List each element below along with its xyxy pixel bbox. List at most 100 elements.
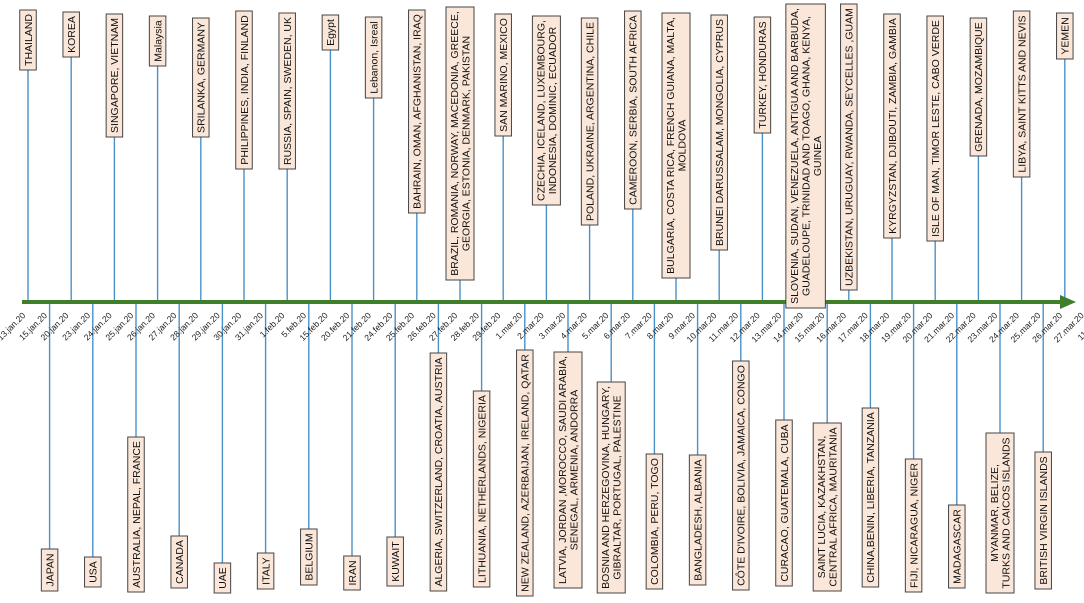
country-label-text: Egypt bbox=[325, 19, 337, 46]
label-box-frame bbox=[516, 349, 534, 597]
country-label-text: MYANMAR, BELIZE, bbox=[989, 464, 1001, 562]
country-label-text: GRENADA, MOZAMBIQUE bbox=[973, 22, 985, 152]
country-label-box: SLOVENIA, SUDAN, VENEZUELA, ANTIGUA AND … bbox=[785, 3, 826, 309]
country-label-text: ITALY bbox=[260, 557, 272, 585]
country-label-box: JAPAN bbox=[40, 548, 59, 592]
label-box-frame bbox=[1034, 451, 1052, 590]
label-box-frame bbox=[170, 535, 188, 589]
label-box-frame bbox=[472, 390, 491, 588]
country-label-text: SINGAPORE, VIETNAM bbox=[109, 18, 121, 133]
country-label-box: LATVIA, JORDAN ,MOROCCO, SAUDI ARABIA,SE… bbox=[553, 351, 583, 589]
country-label-text: GUADELOUPE, TRINIDAD AND TOAGO, GHANA, K… bbox=[800, 16, 812, 296]
label-box-frame bbox=[753, 16, 772, 134]
country-label-text: SAN MARINO, MEXICO bbox=[498, 18, 510, 132]
label-box-frame bbox=[1012, 10, 1031, 178]
date-labels-layer: 13.jan.2015.jan.2020.jan.2023.jan.2024.j… bbox=[0, 310, 1084, 344]
country-label-text: LATVIA, JORDAN ,MOROCCO, SAUDI ARABIA, bbox=[557, 356, 569, 584]
country-label-text: ISLE OF MAN, TIMOR LESTE, CABO VERDE bbox=[930, 20, 942, 237]
timeline-axis bbox=[22, 295, 1076, 309]
country-label-text: CANADA bbox=[174, 540, 186, 584]
label-box-frame bbox=[883, 13, 901, 239]
country-label-box: COLOMBIA, PERU, TOGO bbox=[645, 453, 664, 590]
country-label-box: SINGAPORE, VIETNAM bbox=[105, 13, 124, 138]
label-box-frame bbox=[343, 555, 361, 591]
country-label-text: POLAND, UKRAINE, ARGENTINA, CHILE bbox=[584, 22, 596, 221]
country-label-text: LITHUANIA, NETHERLANDS, NIGERIA bbox=[476, 395, 488, 583]
label-box-frame bbox=[596, 381, 626, 594]
country-label-box: CZECHIA, ICELAND, LUXEMBOURG,INDONESIA, … bbox=[531, 15, 561, 206]
country-label-text: BELGIUM bbox=[304, 533, 316, 580]
country-label-text: BRUNEI DARUSSALAM, MONGOLIA, CYPRUS bbox=[714, 19, 726, 246]
label-box-frame bbox=[386, 536, 404, 587]
label-box-frame bbox=[1056, 12, 1074, 60]
country-label-text: SENEGAL, ARMENIA, ANDORRA bbox=[569, 390, 581, 550]
label-box-frame bbox=[985, 432, 1015, 594]
label-box-frame bbox=[710, 14, 728, 251]
country-label-box: SAN MARINO, MEXICO bbox=[494, 13, 512, 137]
label-box-frame bbox=[235, 10, 253, 170]
country-label-text: TURKEY, HONDURAS bbox=[757, 21, 769, 128]
country-label-text: LIBYA, SAINT KITTS AND NEVIS bbox=[1016, 15, 1028, 172]
label-box-frame bbox=[688, 454, 707, 586]
country-label-text: BANGLADESH, ALBANIA bbox=[692, 459, 704, 580]
label-box-frame bbox=[408, 9, 426, 214]
label-box-frame bbox=[775, 419, 793, 587]
label-box-frame bbox=[494, 13, 512, 137]
label-box-frame bbox=[926, 15, 944, 242]
label-box-frame bbox=[812, 422, 842, 592]
country-label-text: GIBRALTAR, PORTUGAL, PALESTINE bbox=[612, 395, 624, 579]
label-box-frame bbox=[300, 528, 318, 586]
country-label-text: KUWAIT bbox=[390, 541, 402, 582]
country-label-text: CAMEROON, SERBIA, SOUTH AFRICA bbox=[628, 15, 640, 205]
label-box-frame bbox=[904, 458, 923, 593]
country-label-text: MADAGASCAR bbox=[952, 509, 964, 584]
country-label-text: CZECHIA, ICELAND, LUXEMBOURG, bbox=[535, 20, 547, 201]
country-label-text: IRAN bbox=[347, 560, 359, 585]
country-label-text: NEW ZEALAND, AZERBAIJAN, IRELAND, QATAR bbox=[520, 354, 532, 592]
country-label-box: NEW ZEALAND, AZERBAIJAN, IRELAND, QATAR bbox=[516, 349, 534, 597]
label-box-frame bbox=[148, 15, 167, 67]
country-label-box: BAHRAIN, OMAN, AFGHANISTAN, IRAQ bbox=[408, 9, 426, 214]
country-label-box: BRITISH VIRGIN ISLANDS bbox=[1034, 451, 1052, 590]
label-box-frame bbox=[105, 13, 124, 138]
country-label-box: BRUNEI DARUSSALAM, MONGOLIA, CYPRUS bbox=[710, 14, 728, 251]
label-box-frame bbox=[645, 453, 664, 590]
country-label-box: CANADA bbox=[170, 535, 188, 589]
country-label-box: Lebanon, Isreal bbox=[364, 16, 383, 99]
label-box-frame bbox=[278, 12, 296, 170]
country-label-box: CHINA,BENIN, LIBERIA, TANZANIA bbox=[861, 407, 880, 588]
country-label-box: LITHUANIA, NETHERLANDS, NIGERIA bbox=[472, 390, 491, 588]
country-label-box: KYRGYZSTAN, DJIBOUTI, ZAMBIA, GAMBIA bbox=[883, 13, 901, 239]
country-label-text: GUINEA bbox=[812, 136, 824, 176]
country-label-text: UAE bbox=[217, 567, 229, 589]
country-label-text: BRITISH VIRGIN ISLANDS bbox=[1038, 456, 1050, 584]
label-box-frame bbox=[785, 3, 826, 309]
country-label-box: ALGERIA, SWITZERLAND, CROATIA, AUSTRIA bbox=[429, 352, 448, 592]
label-box-frame bbox=[948, 504, 966, 589]
country-label-box: CAMEROON, SERBIA, SOUTH AFRICA bbox=[624, 10, 642, 210]
country-label-text: Lebanon, Isreal bbox=[368, 21, 380, 93]
country-label-text: BAHRAIN, OMAN, AFGHANISTAN, IRAQ bbox=[412, 14, 424, 209]
country-label-box: MADAGASCAR bbox=[948, 504, 966, 589]
label-box-frame bbox=[321, 14, 340, 51]
label-box-frame bbox=[84, 556, 102, 588]
label-box-frame bbox=[192, 17, 210, 138]
label-box-frame bbox=[40, 548, 59, 592]
country-label-box: SRILANKA, GERMANY bbox=[192, 17, 210, 138]
country-label-box: FIJI, NICARAGUA, NIGER bbox=[904, 458, 923, 593]
label-box-frame bbox=[969, 17, 988, 157]
country-label-text: KOREA bbox=[66, 16, 78, 53]
country-label-box: BANGLADESH, ALBANIA bbox=[688, 454, 707, 586]
country-label-box: Egypt bbox=[321, 14, 340, 51]
label-box-frame bbox=[19, 9, 37, 71]
country-label-box: PHILIPPINES, INDIA, FINLAND bbox=[235, 10, 253, 170]
label-box-frame bbox=[531, 15, 561, 206]
country-label-box: RUSSIA, SPAIN, SWEDEN, UK bbox=[278, 12, 296, 170]
country-label-box: GRENADA, MOZAMBIQUE bbox=[969, 17, 988, 157]
country-label-text: KYRGYZSTAN, DJIBOUTI, ZAMBIA, GAMBIA bbox=[887, 18, 899, 234]
country-label-box: KOREA bbox=[62, 11, 80, 58]
label-box-frame bbox=[732, 360, 750, 591]
country-label-box: Malaysia bbox=[148, 15, 167, 67]
country-label-text: JAPAN bbox=[44, 553, 56, 586]
label-box-frame bbox=[553, 351, 583, 589]
